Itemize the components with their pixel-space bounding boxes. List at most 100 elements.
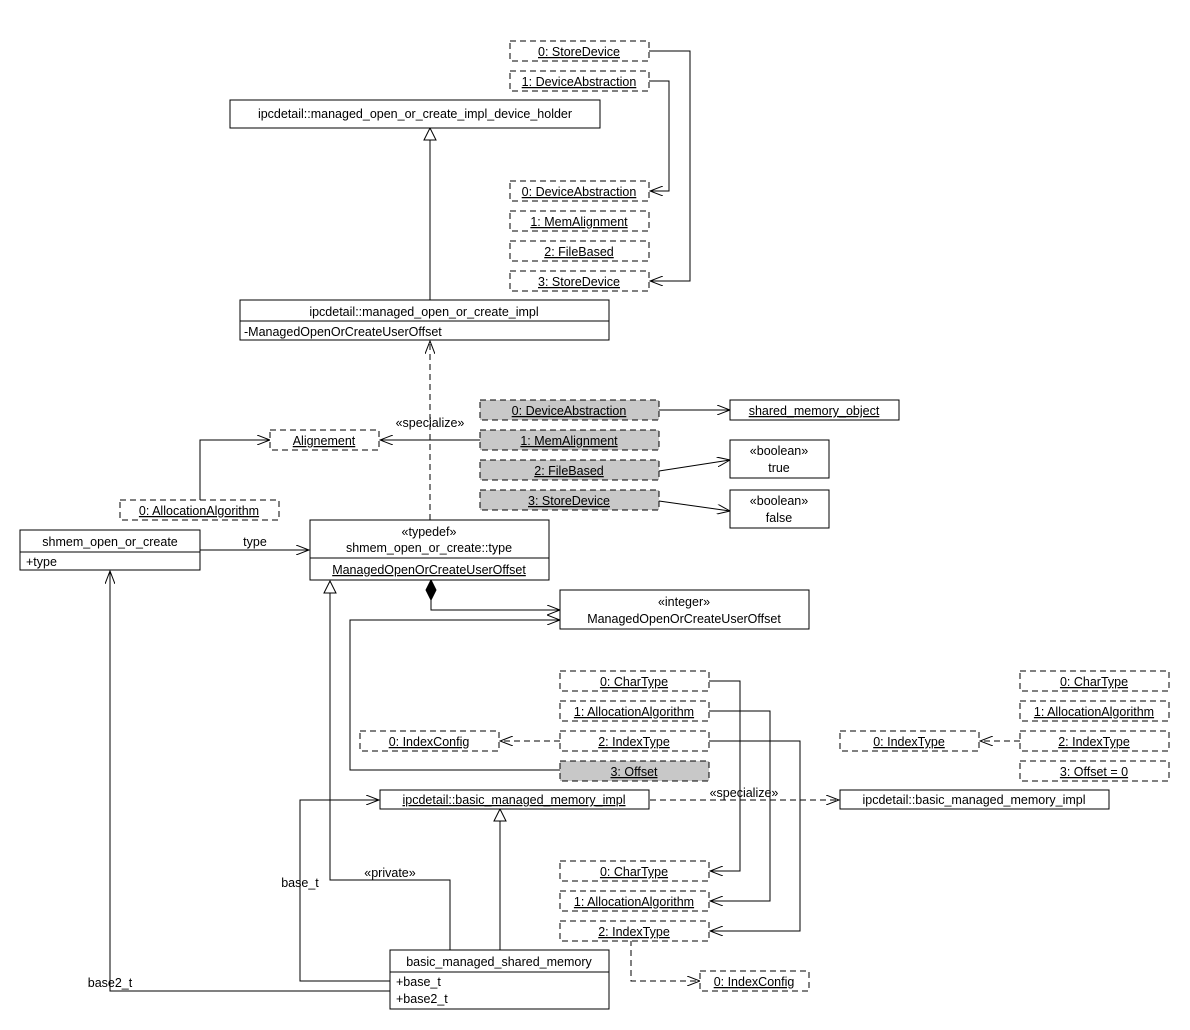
- mid-param-2: [559, 730, 710, 752]
- right-param-1: [1019, 700, 1170, 722]
- impl-class-attribute: -ManagedOpenOrCreateUserOffset: [244, 325, 442, 339]
- dh-param-1: [509, 70, 650, 92]
- typedef-attribute: ManagedOpenOrCreateUserOffset: [332, 563, 526, 577]
- impl-class-label: ipcdetail::managed_open_or_create_impl: [309, 305, 538, 319]
- boolean-false-stereotype: «boolean»: [750, 494, 808, 508]
- bmm-impl-right-class: [839, 789, 1110, 810]
- index-config-mid: [359, 730, 500, 752]
- right-param-2-label: 2: IndexType: [1058, 735, 1130, 749]
- shared-memory-object-label: shared_memory_object: [749, 404, 880, 418]
- low-param-2-label: 2: IndexType: [598, 925, 670, 939]
- boolean-false-class: [729, 489, 830, 529]
- type-label: type: [243, 535, 267, 549]
- boolean-true-label: true: [768, 461, 790, 475]
- alignement-label: Alignement: [293, 434, 356, 448]
- bmm-impl-right-label: ipcdetail::basic_managed_memory_impl: [862, 793, 1085, 807]
- impl-binding-0: [509, 180, 650, 202]
- integer-label: ManagedOpenOrCreateUserOffset: [587, 612, 781, 626]
- edge-spec-false: [658, 500, 730, 511]
- impl-binding-2-label: 2: FileBased: [544, 245, 614, 259]
- right-param-3: [1019, 760, 1170, 782]
- shmem-class-attribute: +type: [26, 555, 57, 569]
- shmem-class-label: shmem_open_or_create: [42, 535, 178, 549]
- right-param-1-label: 1: AllocationAlgorithm: [1034, 705, 1154, 719]
- mid-param-0: [559, 670, 710, 692]
- low-param-1: [559, 890, 710, 912]
- impl-class: [239, 299, 610, 341]
- base-t-label: base_t: [281, 876, 319, 890]
- typedef-stereotype: «typedef»: [402, 525, 457, 539]
- edge-bmsm-base2-t: [110, 571, 390, 992]
- shared-memory-object-class: [729, 399, 900, 421]
- nodes: ipcdetail::managed_open_or_create_impl_d…: [19, 40, 1170, 1010]
- bmm-impl-label: ipcdetail::basic_managed_memory_impl: [402, 793, 625, 807]
- device-holder-class: [229, 99, 601, 129]
- edge-bmsm-private: [330, 581, 451, 950]
- edge-typedef-integer: [431, 580, 560, 610]
- edge-dh-storedevice: [649, 50, 691, 281]
- bmsm-attribute-1: +base2_t: [396, 992, 448, 1006]
- integer-class: [559, 589, 810, 630]
- index-config-low-label: 0: IndexConfig: [714, 975, 795, 989]
- device-holder-label: ipcdetail::managed_open_or_create_impl_d…: [258, 107, 572, 121]
- edge-allocalg-alignement: [199, 440, 270, 500]
- edge-allocalg-map: [709, 710, 771, 901]
- mid-param-1: [559, 700, 710, 722]
- impl-binding-0-label: 0: DeviceAbstraction: [522, 185, 637, 199]
- spec-arg-1-label: 1: MemAlignment: [520, 434, 618, 448]
- typedef-class: [309, 519, 550, 581]
- spec-arg-3-label: 3: StoreDevice: [528, 494, 610, 508]
- boolean-true-class: [729, 439, 830, 479]
- shmem-class: [19, 529, 201, 571]
- mid-param-0-label: 0: CharType: [600, 675, 668, 689]
- edge-offset-integer: [349, 620, 560, 771]
- specialize-right-label: «specialize»: [710, 786, 779, 800]
- allocation-algorithm-param: [119, 499, 280, 521]
- dh-param-0-label: 0: StoreDevice: [538, 45, 620, 59]
- index-config-mid-label: 0: IndexConfig: [389, 735, 470, 749]
- edge-dh-deviceabstraction: [649, 80, 670, 191]
- bmsm-class: [389, 949, 610, 1010]
- bmsm-attribute-0: +base_t: [396, 975, 441, 989]
- spec-arg-2-label: 2: FileBased: [534, 464, 604, 478]
- right-param-0: [1019, 670, 1170, 692]
- impl-binding-1: [509, 210, 650, 232]
- spec-arg-3: [479, 489, 660, 511]
- index-type-right: [839, 730, 980, 752]
- low-param-2: [559, 920, 710, 942]
- private-label: «private»: [364, 866, 415, 880]
- low-param-1-label: 1: AllocationAlgorithm: [574, 895, 694, 909]
- dh-param-1-label: 1: DeviceAbstraction: [522, 75, 637, 89]
- right-param-3-label: 3: Offset = 0: [1060, 765, 1128, 779]
- bmm-impl-class: [379, 789, 650, 810]
- spec-arg-0-label: 0: DeviceAbstraction: [512, 404, 627, 418]
- index-type-right-label: 0: IndexType: [873, 735, 945, 749]
- typedef-label: shmem_open_or_create::type: [346, 541, 512, 555]
- spec-arg-2: [479, 459, 660, 481]
- spec-arg-1: [479, 429, 660, 451]
- right-param-0-label: 0: CharType: [1060, 675, 1128, 689]
- low-param-0: [559, 860, 710, 882]
- mid-param-2-label: 2: IndexType: [598, 735, 670, 749]
- boolean-false-label: false: [766, 511, 792, 525]
- alignement-param: [269, 429, 380, 451]
- edge-indextype-map: [709, 740, 801, 931]
- mid-param-3: [559, 760, 710, 782]
- mid-param-1-label: 1: AllocationAlgorithm: [574, 705, 694, 719]
- impl-binding-1-label: 1: MemAlignment: [530, 215, 628, 229]
- edge-low-indexconfig: [630, 940, 700, 981]
- base2-t-label: base2_t: [88, 976, 133, 990]
- bmsm-label: basic_managed_shared_memory: [406, 955, 592, 969]
- impl-binding-3-label: 3: StoreDevice: [538, 275, 620, 289]
- right-param-2: [1019, 730, 1170, 752]
- impl-binding-2: [509, 240, 650, 262]
- edge-chartype-map: [709, 680, 741, 871]
- integer-stereotype: «integer»: [658, 595, 710, 609]
- low-param-0-label: 0: CharType: [600, 865, 668, 879]
- edge-bmsm-base-t: [299, 800, 390, 982]
- impl-binding-3: [509, 270, 650, 292]
- allocation-algorithm-label: 0: AllocationAlgorithm: [139, 504, 259, 518]
- boolean-true-stereotype: «boolean»: [750, 444, 808, 458]
